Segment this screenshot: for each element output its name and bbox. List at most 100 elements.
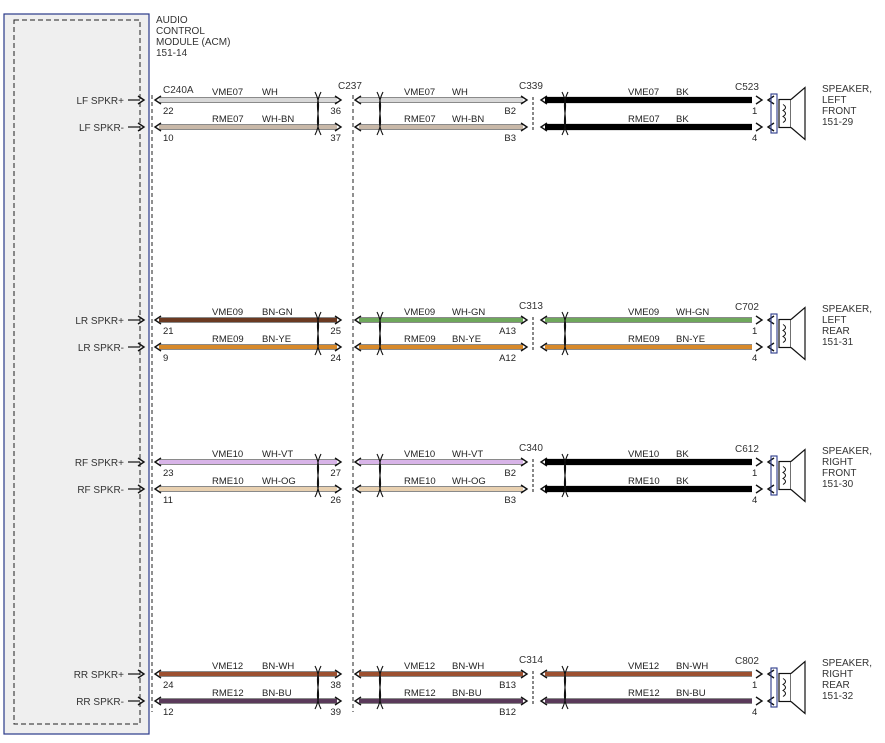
group-1-wire-2-c237-out-arrow bbox=[353, 122, 362, 132]
group-1-wire-1-seg3-color: BK bbox=[676, 87, 689, 98]
group-2-wire-2-c237-in-arrow bbox=[334, 342, 343, 352]
group-4-twist-3-b bbox=[561, 665, 569, 710]
group-4-speaker-icon-terminal bbox=[770, 667, 778, 708]
c237-connector-label: C237 bbox=[338, 81, 362, 92]
group-3-speaker-icon bbox=[770, 448, 806, 503]
group-2-wire-2-seg1-color: BN-YE bbox=[262, 334, 291, 345]
group-1-wire-1-inline-pin: B2 bbox=[504, 106, 516, 117]
group-2-wire-1-seg3-circuit: VME09 bbox=[628, 307, 659, 318]
group-3-wire-2-spk-arrow bbox=[766, 484, 775, 494]
group-2-twist-2-b bbox=[376, 311, 384, 356]
group-3-wire-2-inline-pin: B3 bbox=[504, 495, 516, 506]
group-2-wire-1-spk-in-arrow bbox=[755, 315, 764, 325]
group-3-twist-3-b bbox=[561, 453, 569, 498]
group-2-speaker-name-line-3: REAR bbox=[822, 326, 850, 337]
group-2-wire-2-spk-arrow bbox=[766, 342, 775, 352]
group-4-wire-2-inline-pin: B12 bbox=[499, 707, 516, 718]
group-4-wire-1-inline-out-arrow bbox=[539, 669, 548, 679]
group-2-wire-1-seg2-color: WH-GN bbox=[452, 307, 485, 318]
group-2-wire-2-spk-pin: 4 bbox=[752, 353, 757, 364]
group-1-wire-2-spk-arrow bbox=[766, 122, 775, 132]
group-2-wire-1-c237-pin: 25 bbox=[330, 326, 341, 337]
group-3-wire-1-seg1-circuit: VME10 bbox=[212, 449, 243, 460]
group-3-wire-1-c237-in-arrow bbox=[334, 457, 343, 467]
group-3-wire-1-acm-arrow bbox=[137, 457, 146, 467]
group-3-inline-connector-label: C340 bbox=[519, 443, 543, 454]
group-3-wire-1-spk-pin: 1 bbox=[752, 468, 757, 479]
group-4-wire-2-spk-arrow bbox=[766, 696, 775, 706]
group-2-wire-2-label: LR SPKR- bbox=[78, 343, 124, 354]
group-2-speaker-name-line-4: 151-31 bbox=[822, 337, 854, 348]
group-1-speaker-name-line-1: SPEAKER, bbox=[822, 84, 872, 95]
group-2-wire-2-seg1-circuit: RME09 bbox=[212, 334, 244, 345]
group-1-wire-1-acm-out-arrow bbox=[153, 95, 162, 105]
group-3-wire-1-seg2-circuit: VME10 bbox=[404, 449, 435, 460]
group-3-wire-2-c237-pin: 26 bbox=[330, 495, 341, 506]
group-3-speaker-icon-cone bbox=[790, 448, 806, 503]
group-1-wire-2-inline-pin: B3 bbox=[504, 133, 516, 144]
group-4-wire-1-spk-arrow bbox=[766, 669, 775, 679]
group-3-wire-2-acm-pin: 11 bbox=[163, 495, 173, 506]
group-2-wire-2-inline-pin: A12 bbox=[499, 353, 516, 364]
group-4-wire-2-inline-in-arrow bbox=[520, 696, 529, 706]
group-1-wire-1-acm-pin: 22 bbox=[163, 106, 174, 117]
group-1-wire-2-spk-in-arrow bbox=[755, 122, 764, 132]
acm-module-inner-dashed bbox=[13, 19, 141, 725]
group-4-wire-2-acm-arrow bbox=[137, 696, 146, 706]
group-4-wire-2-c237-in-arrow bbox=[334, 696, 343, 706]
group-3-wire-1-c237-pin: 27 bbox=[330, 468, 341, 479]
group-3-wire-1-seg2-color: WH-VT bbox=[452, 449, 483, 460]
group-4-speaker-name-line-3: REAR bbox=[822, 680, 850, 691]
group-2-wire-1-acm-arrow bbox=[137, 315, 146, 325]
group-4-wire-2-c237-out-arrow bbox=[353, 696, 362, 706]
group-4-twist-2-b bbox=[376, 665, 384, 710]
group-1-twist-3 bbox=[561, 91, 569, 136]
group-2-twist-1-b bbox=[314, 311, 322, 356]
group-3-twist-1 bbox=[314, 453, 322, 498]
group-1-wire-1-seg2-circuit: VME07 bbox=[404, 87, 435, 98]
group-4-wire-1-inline-pin: B13 bbox=[499, 680, 516, 691]
group-4-wire-1-c237-out-arrow bbox=[353, 669, 362, 679]
group-4-wire-2-seg2-circuit: RME12 bbox=[404, 688, 436, 699]
group-4-wire-1-label: RR SPKR+ bbox=[74, 670, 124, 681]
group-1-twist-1-b bbox=[314, 91, 322, 136]
group-3-wire-2-seg1-circuit: RME10 bbox=[212, 476, 244, 487]
group-1-wire-2-seg1-circuit: RME07 bbox=[212, 114, 244, 125]
module-title-line-2: CONTROL bbox=[156, 26, 205, 37]
group-3-wire-1-seg3-color: BK bbox=[676, 449, 689, 460]
group-4-wire-1-acm-out-arrow bbox=[153, 669, 162, 679]
group-1-wire-1-inline-in-arrow bbox=[520, 95, 529, 105]
module-connector-label: C240A bbox=[163, 85, 194, 96]
group-2-wire-2-acm-pin: 9 bbox=[163, 353, 168, 364]
group-3-speaker-connector-label: C612 bbox=[735, 444, 759, 455]
group-3-twist-2 bbox=[376, 453, 384, 498]
group-1-wire-1-spk-in-arrow bbox=[755, 95, 764, 105]
group-4-wire-1-acm-arrow bbox=[137, 669, 146, 679]
group-4-speaker-name-line-1: SPEAKER, bbox=[822, 658, 872, 669]
group-2-wire-1-inline-pin: A13 bbox=[499, 326, 516, 337]
group-3-wire-1-seg1-color: WH-VT bbox=[262, 449, 293, 460]
group-4-speaker-connector-label: C802 bbox=[735, 656, 759, 667]
group-4-wire-1-spk-pin: 1 bbox=[752, 680, 757, 691]
group-3-wire-2-acm-arrow bbox=[137, 484, 146, 494]
group-4-speaker-icon bbox=[770, 660, 806, 715]
group-1-wire-2-acm-pin: 10 bbox=[163, 133, 174, 144]
acm-module-box bbox=[3, 13, 150, 735]
group-3-wire-2-seg3-circuit: RME10 bbox=[628, 476, 660, 487]
group-1-speaker-icon-cone bbox=[790, 86, 806, 141]
group-3-wire-2-acm-out-arrow bbox=[153, 484, 162, 494]
group-2-speaker-icon-cone bbox=[790, 306, 806, 361]
group-2-speaker-connector-label: C702 bbox=[735, 302, 759, 313]
group-2-wire-2-acm-out-arrow bbox=[153, 342, 162, 352]
group-2-twist-3-b bbox=[561, 311, 569, 356]
group-4-wire-1-inline-in-arrow bbox=[520, 669, 529, 679]
group-2-twist-2 bbox=[376, 311, 384, 356]
group-2-speaker-icon-coil bbox=[782, 324, 786, 343]
group-1-wire-2-inline-in-arrow bbox=[520, 122, 529, 132]
group-1-wire-2-spk-pin: 4 bbox=[752, 133, 757, 144]
group-3-speaker-name-line-2: RIGHT bbox=[822, 457, 853, 468]
group-2-wire-2-seg3-color: BN-YE bbox=[676, 334, 705, 345]
group-3-wire-2-inline-in-arrow bbox=[520, 484, 529, 494]
